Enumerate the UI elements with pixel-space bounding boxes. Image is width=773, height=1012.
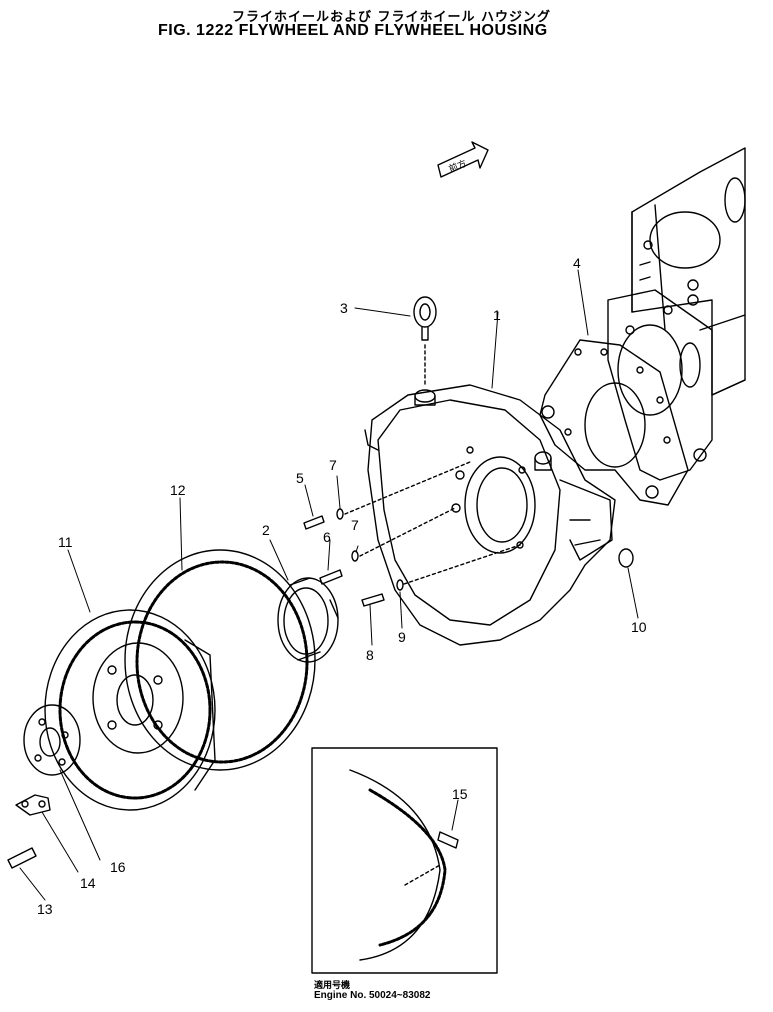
callout-16: 16 bbox=[110, 859, 126, 875]
gasket bbox=[539, 339, 689, 506]
callout-13: 13 bbox=[37, 901, 53, 917]
applicable-serial-label: 適用号機 bbox=[314, 981, 351, 991]
callout-7a: 7 bbox=[329, 457, 337, 473]
callout-1: 1 bbox=[493, 307, 501, 323]
lifting-eye-bolt bbox=[413, 296, 437, 386]
figure-title: FIG. 1222 FLYWHEEL AND FLYWHEEL HOUSING bbox=[158, 22, 548, 39]
callout-2: 2 bbox=[262, 522, 270, 538]
flywheel-housing bbox=[364, 384, 616, 646]
figure-title-japanese: フライホイールおよび フライホイール ハウジング bbox=[232, 10, 552, 25]
callout-8: 8 bbox=[366, 647, 374, 663]
lock-plate-and-bolt bbox=[7, 794, 51, 869]
front-direction-arrow bbox=[437, 141, 489, 178]
callout-4: 4 bbox=[573, 255, 581, 271]
callout-7b: 7 bbox=[351, 517, 359, 533]
callout-14: 14 bbox=[80, 875, 96, 891]
callout-15: 15 bbox=[452, 786, 468, 802]
engine-block bbox=[631, 147, 746, 396]
detail-inset bbox=[311, 747, 498, 974]
leader-lines bbox=[19, 269, 639, 901]
washer-10 bbox=[618, 548, 634, 568]
callout-5: 5 bbox=[296, 470, 304, 486]
callout-12: 12 bbox=[170, 482, 186, 498]
callout-6: 6 bbox=[323, 529, 331, 545]
callout-9: 9 bbox=[398, 629, 406, 645]
callout-3: 3 bbox=[340, 300, 348, 316]
oil-seal bbox=[277, 577, 339, 663]
flywheel bbox=[44, 609, 216, 811]
callout-10: 10 bbox=[631, 619, 647, 635]
callout-11: 11 bbox=[58, 534, 73, 550]
ring-gear bbox=[124, 549, 316, 771]
engine-rear-plate bbox=[607, 289, 713, 481]
spline-flange bbox=[23, 704, 81, 776]
bolts-and-washers bbox=[303, 461, 521, 607]
engine-serial-range: Engine No. 50024~83082 bbox=[314, 990, 431, 1001]
